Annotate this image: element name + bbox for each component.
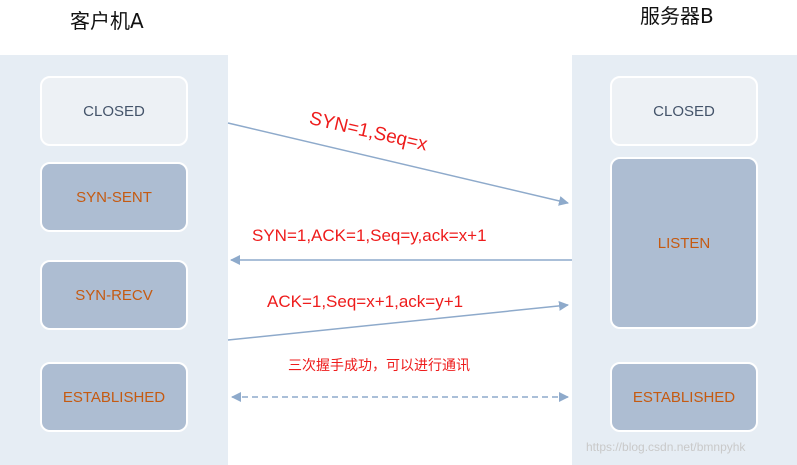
server-state-established: ESTABLISHED bbox=[610, 362, 758, 432]
server-title: 服务器B bbox=[640, 4, 714, 28]
syn-arrow bbox=[227, 122, 569, 206]
syn-ack-label: SYN=1,ACK=1,Seq=y,ack=x+1 bbox=[252, 226, 487, 245]
client-state-syn-sent: SYN-SENT bbox=[40, 162, 188, 232]
watermark: https://blog.csdn.net/bmnpyhk bbox=[586, 440, 746, 454]
established-note: 三次握手成功，可以进行通讯 bbox=[288, 358, 470, 374]
client-title: 客户机A bbox=[70, 9, 144, 33]
client-state-established: ESTABLISHED bbox=[40, 362, 188, 432]
client-state-closed: CLOSED bbox=[40, 76, 188, 146]
ack-arrow bbox=[227, 300, 569, 341]
server-state-listen: LISTEN bbox=[610, 157, 758, 329]
ack-label: ACK=1,Seq=x+1,ack=y+1 bbox=[267, 292, 464, 311]
server-state-closed: CLOSED bbox=[610, 76, 758, 146]
client-state-syn-recv: SYN-RECV bbox=[40, 260, 188, 330]
